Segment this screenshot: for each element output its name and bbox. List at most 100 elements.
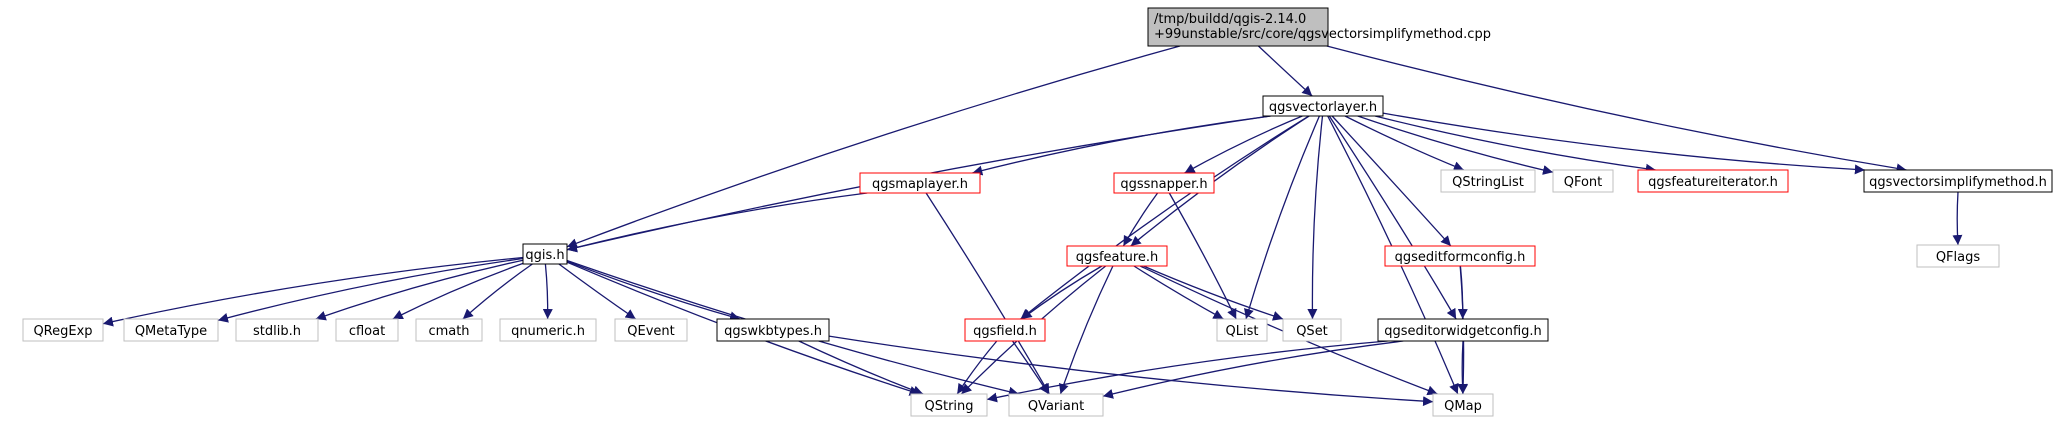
edge-qgsfield-to-QVariant [1011, 340, 1050, 395]
edge-qgis-to-QRegExp [102, 256, 524, 327]
edge-qgis-to-stdlib [315, 259, 524, 321]
node-label-QString-0: QString [924, 399, 973, 414]
node-qgsvectorsimplifymethod[interactable]: qgsvectorsimplifymethod.h [1863, 169, 2053, 193]
node-label-qgseditorwidgetconfig-0: qgseditorwidgetconfig.h [1384, 324, 1542, 339]
node-QFont: QFont [1552, 169, 1614, 193]
edge-qgsvectorlayer-to-QList [1244, 115, 1320, 320]
node-box-QStringList [1440, 169, 1536, 193]
node-qgis[interactable]: qgis.h [522, 243, 568, 265]
edge-qgsvectorsimplifymethod-to-QFlags [1952, 191, 1963, 246]
node-box-cfloat [335, 318, 399, 342]
node-box-QEvent [614, 318, 688, 342]
node-label-cfloat-0: cfloat [349, 324, 385, 339]
node-QMetaType: QMetaType [123, 318, 219, 342]
node-qgsvectorlayer[interactable]: qgsvectorlayer.h [1262, 95, 1384, 117]
node-qgsmaplayer[interactable]: qgsmaplayer.h [859, 172, 981, 194]
node-qnumeric: qnumeric.h [499, 318, 597, 342]
node-label-qgsvectorlayer-0: qgsvectorlayer.h [1269, 100, 1377, 115]
node-box-qgsmaplayer [859, 172, 981, 194]
node-qgseditformconfig[interactable]: qgseditformconfig.h [1384, 245, 1536, 267]
node-box-qnumeric [499, 318, 597, 342]
node-box-qgis [522, 243, 568, 265]
edge-qgsvectorlayer-to-qgseditformconfig [1331, 115, 1452, 247]
node-box-root [1147, 7, 1329, 47]
node-qgsfeature[interactable]: qgsfeature.h [1066, 245, 1168, 267]
node-label-root-0: /tmp/buildd/qgis-2.14.0 [1154, 12, 1306, 27]
node-qgsfeatureiterator[interactable]: qgsfeatureiterator.h [1637, 169, 1789, 193]
edge-qgssnapper-to-qgsfeature [1122, 192, 1159, 247]
node-label-qgsmaplayer-0: qgsmaplayer.h [872, 177, 968, 192]
edge-qgsvectorlayer-to-qgsfeatureiterator [1374, 115, 1656, 174]
node-label-qgsvectorsimplifymethod-0: qgsvectorsimplifymethod.h [1869, 175, 2047, 190]
node-qgsfield[interactable]: qgsfield.h [964, 318, 1046, 342]
edge-qgis-to-QMetaType [217, 257, 524, 323]
node-QStringList: QStringList [1440, 169, 1536, 193]
node-label-qgssnapper-0: qgssnapper.h [1120, 177, 1207, 192]
edge-qgsvectorlayer-to-qgssnapper [1184, 115, 1303, 174]
node-label-qnumeric-0: qnumeric.h [511, 324, 585, 339]
node-qgssnapper[interactable]: qgssnapper.h [1113, 172, 1215, 194]
node-label-qgseditformconfig-0: qgseditformconfig.h [1395, 250, 1526, 265]
edge-root-to-qgsvectorlayer [1257, 45, 1313, 97]
edge-qgseditorwidgetconfig-to-QString [986, 340, 1388, 403]
node-box-QFont [1552, 169, 1614, 193]
node-label-QMap-0: QMap [1444, 399, 1482, 414]
node-box-qgswkbtypes [716, 318, 830, 342]
edge-qgsvectorlayer-to-qgsmaplayer [972, 115, 1271, 176]
node-stdlib: stdlib.h [235, 318, 319, 342]
node-QEvent: QEvent [614, 318, 688, 342]
edge-qgsfeature-to-qgsfield [1021, 265, 1103, 320]
node-box-qgsfeature [1066, 245, 1168, 267]
edge-qgis-to-cmath [462, 263, 533, 320]
edge-qgsvectorlayer-to-QStringList [1344, 115, 1465, 171]
node-label-cmath-0: cmath [428, 324, 469, 339]
edge-qgsvectorlayer-to-qgsfeature [1130, 115, 1310, 247]
node-label-QSet-0: QSet [1296, 324, 1328, 339]
edge-root-to-qgis [566, 45, 1181, 248]
edge-qgsmaplayer-to-QVariant [925, 192, 1050, 395]
node-box-QList [1216, 318, 1268, 342]
edge-qgsfeature-to-QList [1133, 265, 1224, 320]
node-QList: QList [1216, 318, 1268, 342]
node-label-qgis-0: qgis.h [525, 248, 564, 263]
node-label-QFont-0: QFont [1564, 175, 1603, 190]
node-QRegExp: QRegExp [22, 318, 104, 342]
node-box-QMap [1432, 393, 1494, 417]
node-label-root-1: +99unstable/src/core/qgsvectorsimplifyme… [1154, 27, 1491, 42]
node-qgseditorwidgetconfig[interactable]: qgseditorwidgetconfig.h [1377, 318, 1549, 342]
edge-qgseditorwidgetconfig-to-QVariant [1102, 340, 1404, 399]
edge-qgseditorwidgetconfig-to-QMap [1457, 340, 1468, 395]
edge-qgswkbtypes-to-QMap [828, 335, 1434, 407]
node-label-QEvent-0: QEvent [627, 324, 674, 339]
node-root: /tmp/buildd/qgis-2.14.0+99unstable/src/c… [1147, 7, 1491, 47]
edge-qgsvectorlayer-to-QFont [1357, 115, 1554, 175]
node-box-cmath [415, 318, 483, 342]
node-box-qgsfeatureiterator [1637, 169, 1789, 193]
edge-qgsvectorlayer-to-qgsvectorsimplifymethod [1382, 112, 1865, 175]
node-QFlags: QFlags [1916, 244, 2000, 268]
node-box-QFlags [1916, 244, 2000, 268]
node-QVariant: QVariant [1008, 393, 1104, 417]
node-box-QMetaType [123, 318, 219, 342]
node-box-qgseditformconfig [1384, 245, 1536, 267]
node-box-stdlib [235, 318, 319, 342]
node-QMap: QMap [1432, 393, 1494, 417]
edge-qgis-to-cfloat [392, 262, 524, 320]
edge-qgsvectorlayer-to-QSet [1307, 115, 1324, 320]
node-label-qgswkbtypes-0: qgswkbtypes.h [724, 324, 822, 339]
node-label-qgsfeature-0: qgsfeature.h [1076, 250, 1159, 265]
node-box-QVariant [1008, 393, 1104, 417]
node-qgswkbtypes[interactable]: qgswkbtypes.h [716, 318, 830, 342]
edge-qgis-to-qgswkbtypes [566, 260, 741, 322]
node-cmath: cmath [415, 318, 483, 342]
node-box-QString [910, 393, 988, 417]
node-label-QRegExp-0: QRegExp [33, 324, 92, 339]
nodes-layer: /tmp/buildd/qgis-2.14.0+99unstable/src/c… [22, 7, 2053, 417]
node-QString: QString [910, 393, 988, 417]
node-label-QFlags-0: QFlags [1936, 250, 1981, 265]
node-box-qgsvectorlayer [1262, 95, 1384, 117]
node-box-qgsvectorsimplifymethod [1863, 169, 2053, 193]
node-label-qgsfeatureiterator-0: qgsfeatureiterator.h [1648, 175, 1778, 190]
edge-qgsfield-to-QString [956, 340, 998, 395]
